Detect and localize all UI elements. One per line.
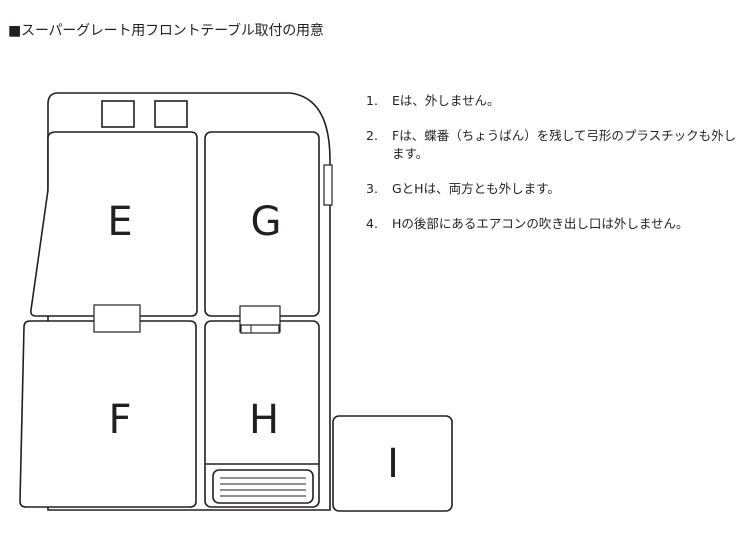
panel-i-label: I (387, 441, 399, 487)
panel-i (332, 415, 453, 512)
panel-h-label: H (249, 397, 279, 443)
page-title: ■スーパーグレート用フロントテーブル取付の用意 (8, 23, 324, 39)
hinge-ef (93, 304, 141, 333)
instruction-text: Hの後部にあるエアコンの吹き出し口は外しません。 (392, 216, 689, 231)
instruction-text: Fは、蝶番（ちょうばん）を残して弓形のプラスチックも外します。 (392, 128, 737, 161)
instruction-number: 3. (366, 181, 378, 196)
instruction-number: 2. (366, 128, 378, 143)
instruction-item: 4. Hの後部にあるエアコンの吹き出し口は外しません。 (366, 215, 748, 233)
ac-vent (212, 469, 314, 504)
instruction-item: 2. Fは、蝶番（ちょうばん）を残して弓形のプラスチックも外します。 (366, 127, 748, 163)
instruction-number: 1. (366, 93, 378, 108)
instruction-item: 1. Eは、外しません。 (366, 92, 748, 110)
instruction-list: 1. Eは、外しません。 2. Fは、蝶番（ちょうばん）を残して弓形のプラスチッ… (366, 92, 748, 250)
panel-h-latch (240, 324, 280, 334)
panel-f-label: F (108, 397, 131, 443)
top-opening-left (101, 100, 135, 128)
top-opening-right (154, 100, 188, 128)
instruction-text: GとHは、両方とも外します。 (392, 181, 560, 196)
housing-side-tab (323, 164, 333, 206)
instruction-item: 3. GとHは、両方とも外します。 (366, 180, 748, 198)
panel-e-label: E (107, 199, 132, 245)
instruction-text: Eは、外しません。 (392, 93, 500, 108)
panel-g-label: G (251, 199, 282, 245)
instruction-number: 4. (366, 216, 378, 231)
panel-f (19, 320, 197, 508)
